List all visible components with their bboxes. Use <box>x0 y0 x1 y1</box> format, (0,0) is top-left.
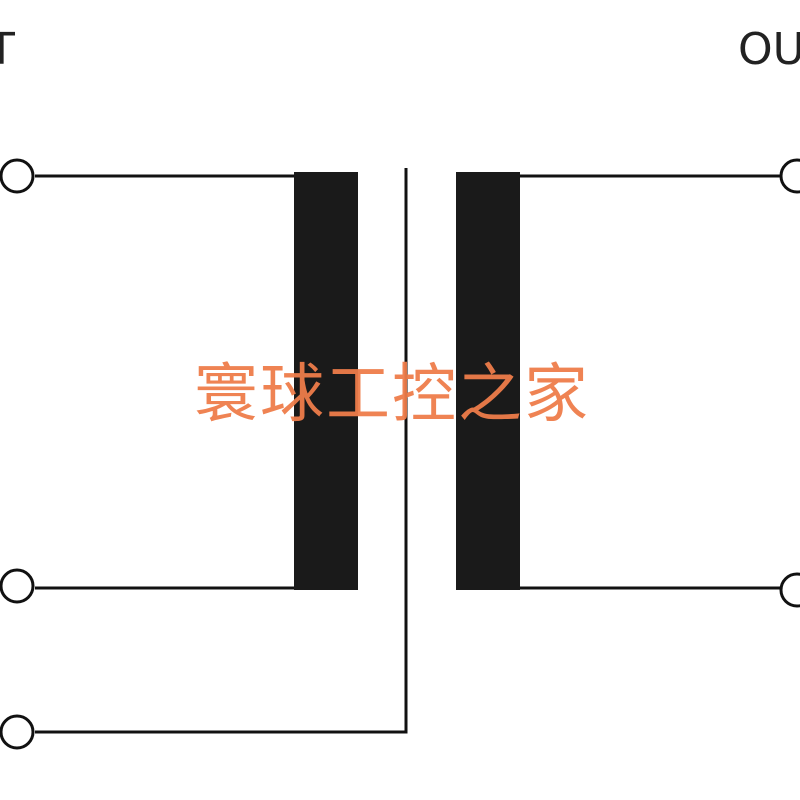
core-ground-line <box>35 168 408 734</box>
watermark-text: 寰球工控之家 <box>194 358 590 432</box>
input-label: T <box>0 24 15 75</box>
input-terminal-1 <box>0 158 35 194</box>
ground-terminal <box>0 714 35 750</box>
output-terminal-1 <box>779 158 800 194</box>
output-terminal-2 <box>779 572 800 608</box>
input-terminal-2 <box>0 568 35 604</box>
secondary-winding <box>456 172 520 590</box>
primary-winding <box>294 172 358 590</box>
output-label: OU <box>738 24 800 75</box>
